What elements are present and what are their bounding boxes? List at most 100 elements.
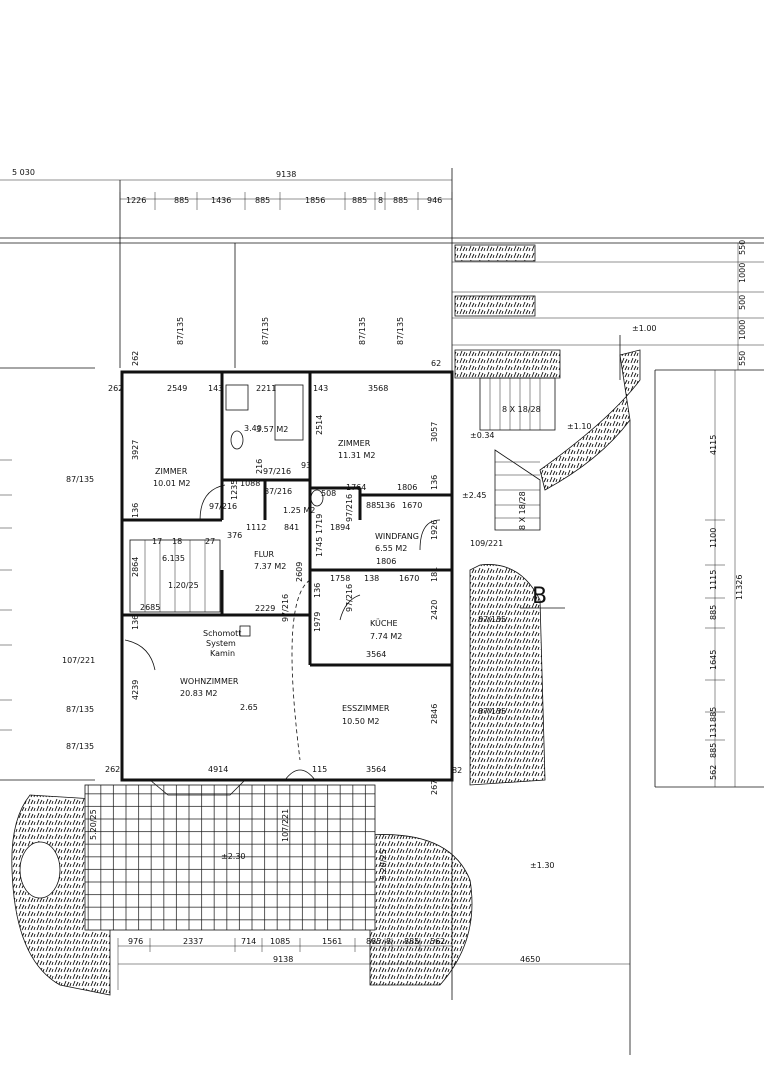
right-top-dim-3: 500 — [738, 295, 747, 310]
level-wohnzimmer: 2.65 — [240, 703, 258, 712]
bottom-dim-8: 885 — [404, 937, 419, 946]
bottom-dim-9: 562 — [430, 937, 445, 946]
house-walls — [120, 370, 454, 796]
dim-zr-1: 3568 — [368, 384, 388, 393]
section-marker: B — [520, 584, 565, 609]
dim-k-6: 1979 — [313, 612, 322, 632]
opening-6: 97/216 — [263, 467, 291, 476]
dim-zl-4: 262 — [108, 384, 123, 393]
stair-label-lower: 8 X 18/28 — [518, 491, 527, 530]
level-6: ±1.30 — [530, 861, 555, 870]
bottom-dim-5: 1561 — [322, 937, 342, 946]
dim-zl-5: 262 — [131, 351, 140, 366]
dim-zr-4: 508 — [321, 489, 336, 498]
level-3: ±0.34 — [470, 431, 495, 440]
room-zimmer-left-name: ZIMMER — [155, 467, 188, 476]
level-4: ±2.45 — [462, 491, 487, 500]
dim-wf-1: 885 — [366, 501, 381, 510]
dim-zr-7: 136 — [430, 475, 439, 490]
opening-17: 87/135 — [478, 707, 506, 716]
dim-flur-9: 2685 — [140, 603, 160, 612]
top-dim-9: 946 — [427, 196, 442, 205]
dim-wz-2: 136 — [131, 615, 140, 630]
dim-bad-1: 2211 — [256, 384, 276, 393]
opening-5: 97/216 — [209, 502, 237, 511]
right-dimension-chain: 550 1000 500 1000 550 4115 1100 1115 885… — [452, 240, 764, 787]
dim-flur-14: 27 — [205, 537, 215, 546]
level-1: ±1.00 — [632, 324, 657, 333]
wc-toilet — [310, 489, 324, 507]
right-dim-4: 885 — [709, 605, 718, 620]
opening-9: 97/216 — [345, 494, 354, 522]
room-wc-area: 1.25 M2 — [283, 506, 315, 515]
opening-16: 87/135 — [478, 615, 506, 624]
opening-7: 97/216 — [345, 584, 354, 612]
bottom-dim-6: 885 — [366, 937, 381, 946]
opening-12: 107/221 — [62, 656, 95, 665]
dim-k-5: 2420 — [430, 600, 439, 620]
opening-arc — [291, 579, 311, 761]
entry-door-swing — [419, 519, 441, 551]
right-top-dim-1: 550 — [738, 240, 747, 255]
terrace-door-swing — [284, 769, 316, 781]
dim-zl-3: 3927 — [131, 440, 140, 460]
right-dim-3: 1115 — [709, 570, 718, 590]
room-bad-area: 3.57 M2 — [256, 425, 288, 434]
dim-k-1: 1758 — [330, 574, 350, 583]
right-dim-7: 131 — [709, 723, 718, 738]
chimney — [239, 625, 251, 637]
wall-dimensions: 2549 143 3927 262 262 136 2211 3.40 143 … — [105, 351, 462, 795]
garden-path-curve — [539, 349, 641, 491]
room-esszimmer-area: 10.50 M2 — [342, 717, 379, 726]
dim-k-8: 136 — [313, 583, 322, 598]
opening-4: 87/135 — [396, 317, 405, 345]
bottom-dim-1: 976 — [128, 937, 143, 946]
dim-wz-4: 4914 — [208, 765, 228, 774]
dim-flur-10: 2229 — [255, 604, 275, 613]
chimney-label-1: Schomott — [203, 629, 241, 638]
dim-zr-2: 2514 — [315, 415, 324, 435]
dim-bad-5: 1088 — [240, 479, 260, 488]
top-dim-5: 1856 — [305, 196, 325, 205]
bay-window — [149, 779, 246, 796]
hedge-top-1 — [454, 244, 536, 262]
room-zimmer-right-name: ZIMMER — [338, 439, 371, 448]
dim-zr-5: 1764 — [346, 483, 366, 492]
dim-flur-4: 1235 — [230, 480, 239, 500]
room-zimmer-left-area: 10.01 M2 — [153, 479, 190, 488]
right-dim-5: 1645 — [709, 650, 718, 670]
dim-bad-4: 216 — [255, 459, 264, 474]
side-planting — [469, 564, 546, 786]
room-kueche-name: KÜCHE — [370, 618, 398, 628]
room-kueche-area: 7.74 M2 — [370, 632, 402, 641]
right-dim-6: 885 — [709, 707, 718, 722]
site-boundaries — [0, 168, 764, 1055]
dim-flur-11: 376 — [227, 531, 242, 540]
opening-21: 6.135 — [162, 554, 185, 563]
stair-lower — [494, 449, 541, 531]
right-top-dim-5: 550 — [738, 351, 747, 366]
level-2: ±1.10 — [567, 422, 592, 431]
top-dimension-chain: 5 030 9138 1226 885 1436 885 1856 885 8 … — [0, 168, 453, 210]
dim-flur-3: 1894 — [330, 523, 350, 532]
dim-k-4: 181 — [430, 567, 439, 582]
dim-ez-2: 3564 — [366, 765, 386, 774]
dim-wf-2: 136 — [380, 501, 395, 510]
dim-bad-6: 93 — [301, 461, 311, 470]
right-dim-9: 562 — [709, 765, 718, 780]
bottom-dim-4: 1085 — [270, 937, 290, 946]
room-windfang-name: WINDFANG — [375, 532, 419, 541]
top-dim-7: 8 — [378, 196, 383, 205]
right-dim-1: 4115 — [709, 435, 718, 455]
dim-k-3: 1670 — [399, 574, 419, 583]
room-flur-name: FLUR — [254, 550, 275, 559]
dim-wf-5: 1806 — [376, 557, 396, 566]
top-dim-4: 885 — [255, 196, 270, 205]
opening-3: 87/135 — [358, 317, 367, 345]
dim-wz-1: 4239 — [131, 680, 140, 700]
bad-toilet — [230, 430, 244, 450]
right-dim-2: 1100 — [709, 528, 718, 548]
bottom-dim-7: 8 — [386, 937, 391, 946]
stair-upper — [479, 377, 556, 431]
